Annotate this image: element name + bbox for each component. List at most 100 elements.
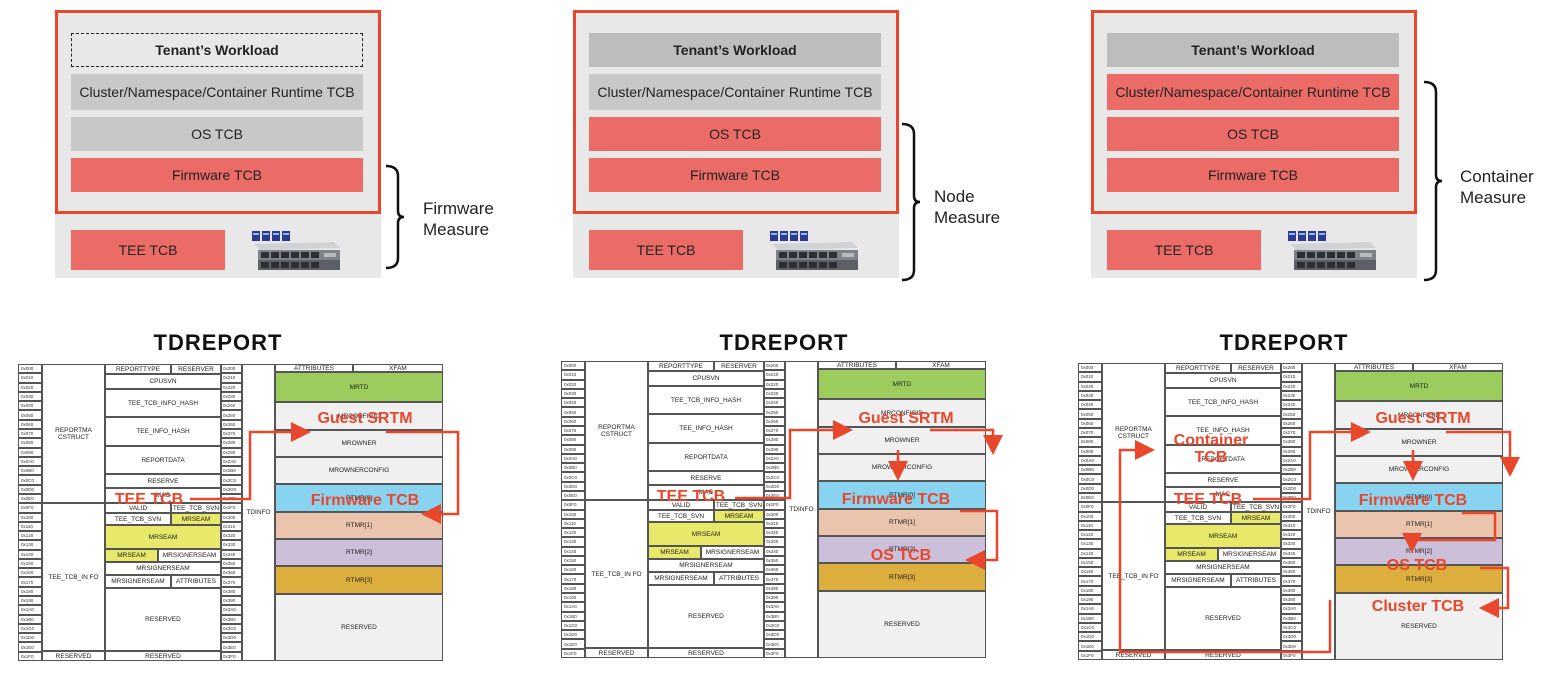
server-icon xyxy=(250,228,342,274)
offset-cell: 0x1F0 xyxy=(1078,650,1102,660)
offset-cell: 0x220 xyxy=(221,382,242,392)
rtmr0-cell: RTMR[0] xyxy=(1335,483,1503,511)
reporttype-cell: REPORTTYPE xyxy=(648,361,714,371)
reporttype-cell: REPORTTYPE xyxy=(105,364,171,374)
offset-cell: 0x3D0 xyxy=(221,633,242,643)
cluster-tcb-bar: Cluster/Namespace/Container Runtime TCB xyxy=(589,74,881,110)
offset-cell: 0x040 xyxy=(1078,400,1102,410)
container-tcb-label: Container TCB xyxy=(1173,432,1249,466)
measure-label: Node Measure xyxy=(934,187,1001,227)
offset-cell: 0x190 xyxy=(1078,595,1102,605)
rtmr1-cell: RTMR[1] xyxy=(275,512,443,539)
offset-cell: 0x0F0 xyxy=(1078,502,1102,512)
firmware-tcb-label: Firmware TCB xyxy=(841,491,951,508)
offset-cell: 0x200 xyxy=(221,364,242,374)
offset-cell: 0x310 xyxy=(764,518,785,529)
reporttype-cell: REPORTTYPE xyxy=(1165,363,1231,373)
offset-cell: 0x380 xyxy=(764,583,785,594)
mrsignerseam-cell: MRSIGNERSEAM xyxy=(701,546,764,559)
offset-cell: 0x170 xyxy=(561,574,585,584)
tee-tcb-svn-right-cell: TEE_TCB_SVN xyxy=(1231,502,1281,512)
offset-cell: 0x110 xyxy=(561,518,585,529)
offset-cell: 0x2D0 xyxy=(1281,483,1302,493)
offset-cell: 0x240 xyxy=(764,398,785,408)
offset-cell: 0x310 xyxy=(221,521,242,532)
offset-cell: 0x210 xyxy=(1281,372,1302,382)
tee-tcb-label: TEE TCB xyxy=(656,488,726,505)
offset-cell: 0x3E0 xyxy=(221,642,242,652)
rtmr0-cell: RTMR[0] xyxy=(275,484,443,512)
workload-bar: Tenant’s Workload xyxy=(1107,33,1399,67)
tee-tcb-info-hash-cell: TEE_TCB_INFO_HASH xyxy=(648,386,764,414)
offset-cell: 0x2D0 xyxy=(221,484,242,494)
offset-cell: 0x000 xyxy=(18,364,42,374)
srtm-right-arrow xyxy=(1446,430,1520,477)
mrseam-small-cell: MRSEAM xyxy=(714,510,764,522)
reserved-right-cell: RESERVED xyxy=(1335,593,1503,660)
offset-cell: 0x040 xyxy=(18,401,42,411)
offset-cell: 0x3C0 xyxy=(764,620,785,631)
offset-cell: 0x1D0 xyxy=(561,630,585,640)
mrownerconfig-cell: MROWNERCONFIG xyxy=(275,457,443,484)
offset-cell: 0x1C0 xyxy=(561,620,585,631)
offset-cell: 0x0B0 xyxy=(1078,465,1102,475)
offset-cell: 0x020 xyxy=(1078,381,1102,391)
offset-cell: 0x320 xyxy=(221,531,242,541)
offset-cell: 0x270 xyxy=(764,425,785,436)
offset-cell: 0x3F0 xyxy=(764,648,785,658)
rtmr3-cell: RTMR[3] xyxy=(1335,565,1503,593)
offset-cell: 0x100 xyxy=(1078,511,1102,521)
offset-cell: 0x300 xyxy=(221,512,242,522)
tee-to-srtm-arrow xyxy=(735,420,853,500)
container-measure-brace xyxy=(1423,80,1443,282)
offset-cell: 0x1B0 xyxy=(561,611,585,621)
mrsignerseam-low-cell: MRSIGNERSEAM xyxy=(105,575,171,588)
offset-cell: 0x2B0 xyxy=(221,466,242,476)
offset-cell: 0x030 xyxy=(561,388,585,399)
offset-cell: 0x340 xyxy=(764,546,785,556)
offset-cell: 0x2E0 xyxy=(1281,492,1302,503)
offset-cell: 0x050 xyxy=(561,407,585,417)
offset-cell: 0x230 xyxy=(1281,390,1302,401)
srtm-to-firmware-arrow xyxy=(386,430,460,524)
offset-cell: 0x190 xyxy=(561,593,585,603)
rtmr3-cell: RTMR[3] xyxy=(275,566,443,594)
valid-cell: VALID xyxy=(105,503,171,513)
offset-cell: 0x0F0 xyxy=(561,500,585,510)
reportdata-cell: REPORTDATA xyxy=(105,446,221,474)
offset-cell: 0x130 xyxy=(1078,539,1102,549)
offset-cell: 0x1E0 xyxy=(1078,641,1102,651)
offset-cell: 0x160 xyxy=(1078,567,1102,577)
offset-cell: 0x060 xyxy=(18,419,42,429)
mrtd-cell: MRTD xyxy=(275,372,443,402)
offset-cell: 0x370 xyxy=(1281,576,1302,586)
mrseam-low-cell: MRSEAM xyxy=(105,549,158,562)
tdreport-title: TDREPORT xyxy=(153,330,283,355)
offset-cell: 0x220 xyxy=(764,379,785,389)
tee-tcb-svn-right-cell: TEE_TCB_SVN xyxy=(714,500,764,510)
tee-info-hash-cell: TEE_INFO_HASH xyxy=(1165,416,1281,445)
tee-tcb-info-cell: TEE_TCB_IN FO xyxy=(42,503,105,651)
offset-cell: 0x330 xyxy=(1281,539,1302,549)
offset-cell: 0x180 xyxy=(18,586,42,597)
offset-cell: 0x360 xyxy=(764,565,785,575)
offset-cell: 0x280 xyxy=(221,438,242,448)
mrsignerseam-wide-cell: MRSIGNERSEAM xyxy=(105,562,221,575)
guest-srtm-label: Guest SRTM xyxy=(1375,410,1471,427)
offset-cell: 0x260 xyxy=(221,419,242,429)
firmware-to-os-arrow xyxy=(1402,511,1497,553)
offset-cell: 0x290 xyxy=(221,447,242,457)
offset-cell: 0x020 xyxy=(561,379,585,389)
offset-cell: 0x170 xyxy=(18,577,42,587)
offset-cell: 0x210 xyxy=(221,373,242,383)
server-icon xyxy=(768,228,860,274)
tee-tcb-info-cell: TEE_TCB_IN FO xyxy=(585,500,648,648)
offset-cell: 0x330 xyxy=(221,540,242,550)
offset-cell: 0x010 xyxy=(18,373,42,383)
offset-cell: 0x3F0 xyxy=(221,651,242,661)
tee-tcb-info-cell: TEE_TCB_IN FO xyxy=(1102,502,1165,650)
offset-cell: 0x2A0 xyxy=(221,456,242,467)
node-measure-brace xyxy=(901,122,921,282)
os-tcb-bar: OS TCB xyxy=(589,117,881,151)
